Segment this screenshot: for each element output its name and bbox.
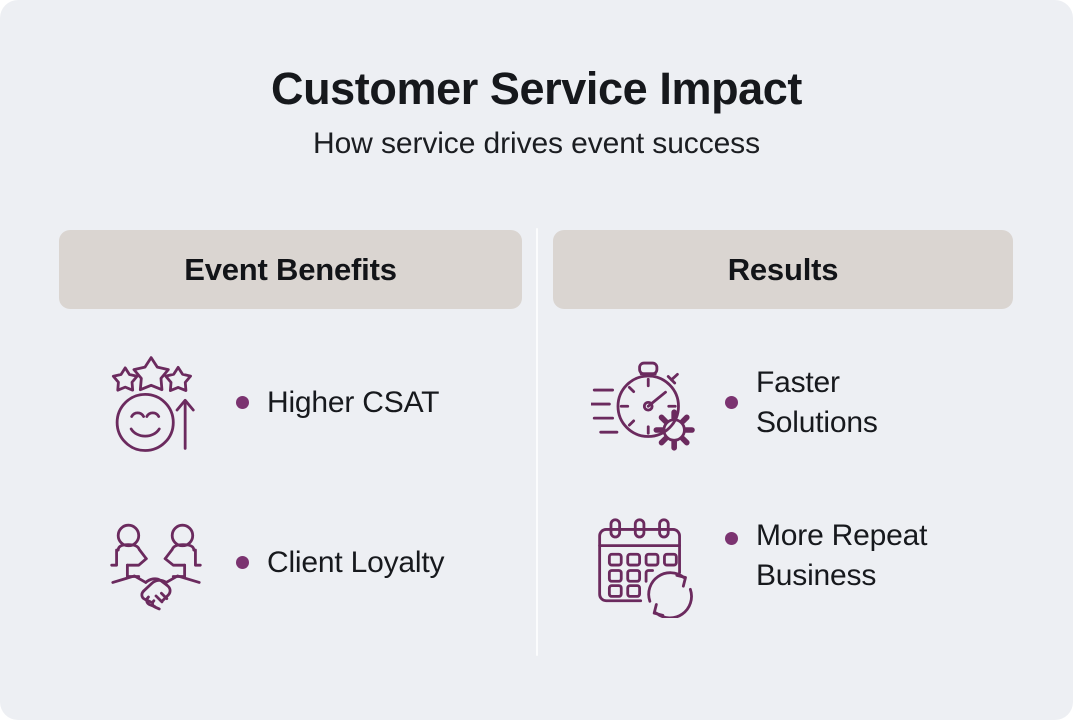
stopwatch-gear-icon bbox=[587, 345, 703, 461]
page-subtitle: How service drives event success bbox=[313, 127, 760, 161]
column-header-event-benefits: Event Benefits bbox=[59, 230, 522, 309]
calendar-repeat-icon bbox=[587, 506, 703, 622]
bullet-point bbox=[236, 556, 249, 569]
list-item: Faster Solutions bbox=[553, 340, 1013, 465]
list-item-label: Higher CSAT bbox=[267, 385, 440, 419]
column-header-label: Results bbox=[727, 251, 839, 287]
heading-block: Customer Service Impact How service driv… bbox=[0, 63, 1073, 161]
page-title: Customer Service Impact bbox=[270, 63, 803, 114]
handshake-icon bbox=[98, 505, 214, 621]
bullet-point bbox=[236, 396, 249, 409]
column-results: Results bbox=[553, 230, 1013, 660]
list-item: Higher CSAT bbox=[59, 340, 522, 465]
column-header-label: Event Benefits bbox=[184, 251, 397, 287]
column-event-benefits: Event Benefits bbox=[59, 230, 522, 660]
smiley-stars-rating-icon bbox=[98, 345, 214, 461]
columns-container: Event Benefits bbox=[0, 230, 1073, 660]
list-item: More Repeat Business bbox=[553, 500, 1013, 625]
list-item-label: Client Loyalty bbox=[267, 545, 445, 579]
bullet-point bbox=[725, 532, 738, 545]
column-header-results: Results bbox=[553, 230, 1013, 309]
list-item: Client Loyalty bbox=[59, 500, 522, 625]
list-item-label: More Repeat Business bbox=[756, 519, 928, 592]
bullet-point bbox=[725, 396, 738, 409]
list-item-label: Faster Solutions bbox=[756, 365, 878, 439]
column-divider bbox=[536, 228, 538, 656]
